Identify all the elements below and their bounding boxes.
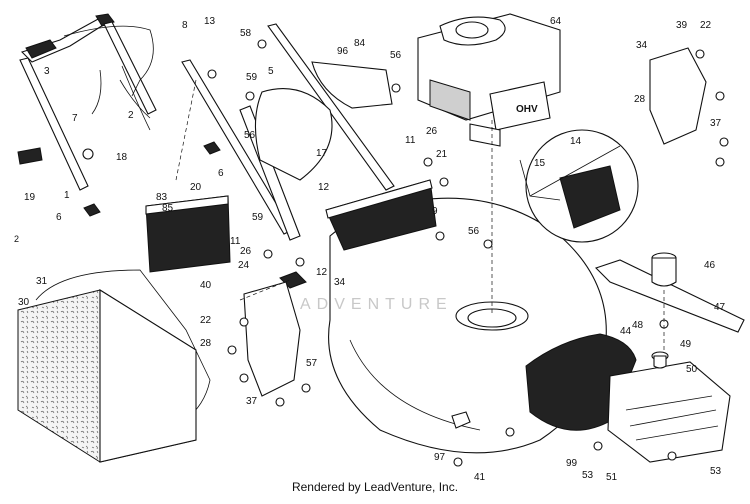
callout-3: 3 <box>44 66 50 77</box>
callout-13: 13 <box>204 16 216 27</box>
rear-skirt <box>325 179 437 251</box>
lower-handle <box>181 23 395 241</box>
callout-24: 24 <box>238 260 250 271</box>
footer-credit: Rendered by LeadVenture, Inc. <box>291 480 459 494</box>
fasteners <box>82 39 729 467</box>
callout-9: 9 <box>432 206 438 217</box>
callout-96: 96 <box>337 46 349 57</box>
svg-text:OHV: OHV <box>516 104 538 115</box>
chute-door <box>607 361 731 463</box>
callout-51: 51 <box>606 472 618 483</box>
grass-bag <box>17 269 211 463</box>
callout-97: 97 <box>434 452 446 463</box>
front-wheel-bracket <box>649 47 707 145</box>
detail-inset <box>519 129 639 243</box>
hand-knobs <box>17 141 307 289</box>
callout-19: 19 <box>24 192 36 203</box>
callout-22: 22 <box>200 315 212 326</box>
callout-58: 58 <box>240 28 252 39</box>
callout-15: 15 <box>534 158 546 169</box>
callout-49: 49 <box>680 339 692 350</box>
callout-34: 34 <box>334 277 346 288</box>
callout-47: 47 <box>714 302 726 313</box>
callout-34: 34 <box>636 40 648 51</box>
callout-50: 50 <box>686 364 698 375</box>
callout-56: 56 <box>468 226 480 237</box>
callout-21: 21 <box>436 149 448 160</box>
callout-56: 56 <box>244 130 256 141</box>
callout-59: 59 <box>246 72 258 83</box>
discharge-shield <box>254 61 393 181</box>
callout-57: 57 <box>306 358 318 369</box>
callout-31: 31 <box>36 276 48 287</box>
callout-11: 11 <box>405 135 416 146</box>
callout-53: 53 <box>710 466 722 477</box>
callout-30: 30 <box>18 297 30 308</box>
callout-53: 53 <box>582 470 594 481</box>
callout-48: 48 <box>632 320 644 331</box>
callout-12: 12 <box>316 267 328 278</box>
callout-84: 84 <box>354 38 366 49</box>
callout-26: 26 <box>240 246 252 257</box>
callout-41: 41 <box>474 472 486 483</box>
callout-18: 18 <box>116 152 128 163</box>
callout-8: 8 <box>182 20 188 31</box>
callout-28: 28 <box>200 338 212 349</box>
control-bail <box>63 25 154 131</box>
rear-wheel-bracket <box>243 281 301 397</box>
callout-28: 28 <box>634 94 646 105</box>
callout-26: 26 <box>426 126 438 137</box>
callout-14: 14 <box>570 136 582 147</box>
callout-6: 6 <box>218 168 224 179</box>
rear-flap <box>145 195 231 273</box>
callout-85: 85 <box>162 203 174 214</box>
engine: OHV <box>417 13 561 147</box>
callout-37: 37 <box>710 118 722 129</box>
callout-83: 83 <box>156 192 168 203</box>
callout-20: 20 <box>190 182 202 193</box>
callout-37: 37 <box>246 396 258 407</box>
callout-59: 59 <box>252 212 264 223</box>
callout-11: 11 <box>230 236 241 247</box>
callout-39: 39 <box>676 20 688 31</box>
side-mark: 2 <box>14 234 20 244</box>
callout-5: 5 <box>268 66 274 77</box>
callout-7: 7 <box>72 113 78 124</box>
upper-handle <box>19 13 157 191</box>
blade-adapter <box>651 252 677 369</box>
callout-12: 12 <box>318 182 330 193</box>
engine-cable <box>119 79 151 119</box>
callout-44: 44 <box>620 326 632 337</box>
callout-1: 1 <box>64 190 70 201</box>
callout-6: 6 <box>56 212 62 223</box>
callout-99: 99 <box>566 458 578 469</box>
callout-40: 40 <box>200 280 212 291</box>
callout-2: 2 <box>128 110 134 121</box>
alignment-lines <box>175 79 665 350</box>
watermark: ADVENTURE <box>300 296 453 313</box>
callout-56: 56 <box>390 50 402 61</box>
callout-64: 64 <box>550 16 562 27</box>
callout-46: 46 <box>704 260 716 271</box>
callout-17: 17 <box>316 148 328 159</box>
callout-22: 22 <box>700 20 712 31</box>
blade <box>594 259 745 333</box>
